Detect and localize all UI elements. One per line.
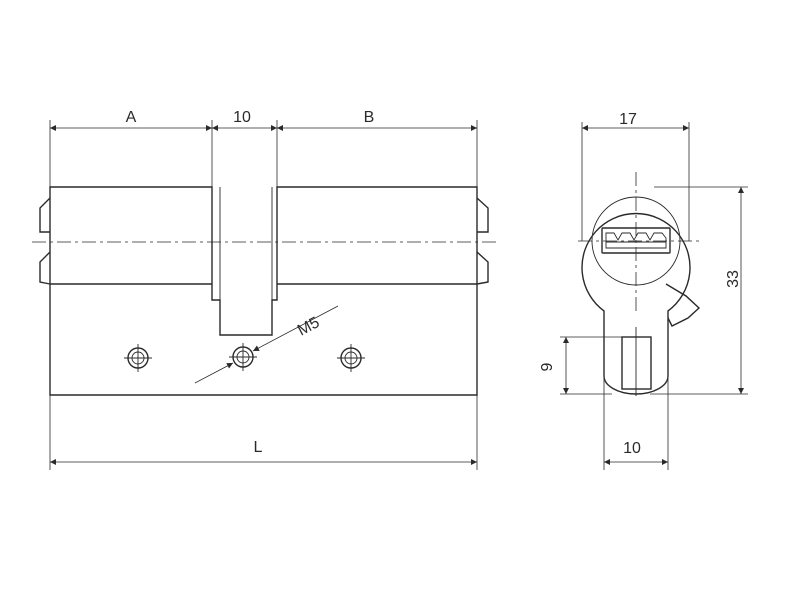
front-view: 17 33 9 10 xyxy=(539,111,748,470)
left-end-tab-top xyxy=(39,197,51,233)
cylinder-body-outline xyxy=(49,186,478,396)
side-view: M5 A 10 B L xyxy=(32,109,500,470)
m5-leader-line xyxy=(194,362,234,384)
screw-hole-center xyxy=(229,343,257,371)
screw-hole-left xyxy=(124,344,152,372)
dim-cam-width-label: 10 xyxy=(623,440,641,457)
dim-height-label: 33 xyxy=(725,270,742,288)
left-end-tab-bottom xyxy=(39,251,51,285)
dim-cam-height-label: 9 xyxy=(539,362,556,371)
cam xyxy=(665,283,701,327)
dim-a-label: A xyxy=(126,109,137,126)
dim-b-label: B xyxy=(364,109,375,126)
dim-l-label: L xyxy=(254,439,263,456)
right-end-tab-top xyxy=(476,197,489,233)
thread-size-label: M5 xyxy=(295,314,323,339)
screw-hole-right xyxy=(337,344,365,372)
dim-gap-label: 10 xyxy=(233,109,251,126)
cam-slot xyxy=(621,336,652,390)
right-end-tab-bottom xyxy=(476,251,489,285)
dim-width-label: 17 xyxy=(619,111,637,128)
cylinder-profile-outline xyxy=(581,212,691,395)
